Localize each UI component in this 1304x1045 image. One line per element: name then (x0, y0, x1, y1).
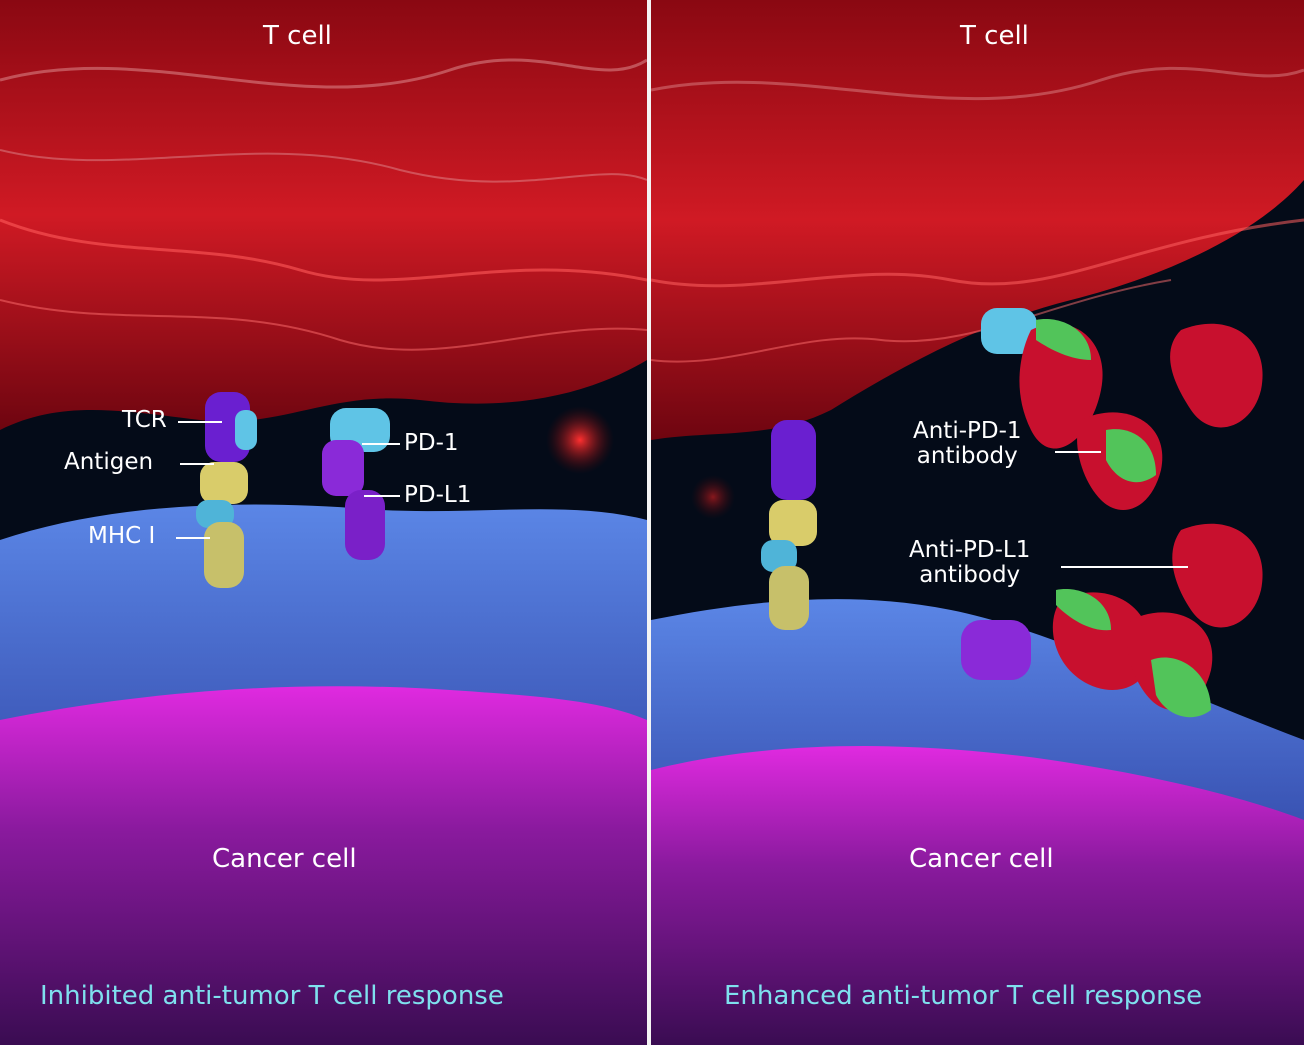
cancer-cell-membrane-inner (0, 686, 647, 1045)
tcr-mhc-complex (761, 420, 817, 630)
left-caption: Inhibited anti-tumor T cell response (40, 981, 504, 1011)
anti-pdl1-label-line1: Anti-PD-L1 (909, 537, 1031, 563)
anti-pdl1-label-line2: antibody (919, 562, 1021, 589)
anti-pd1-label-line1: Anti-PD-1 (913, 418, 1022, 444)
cancer-cell-membrane-inner (651, 746, 1304, 1045)
mhc-label: MHC I (88, 523, 156, 549)
panel-divider (647, 0, 651, 1045)
anti-pd1-label-line2: antibody (916, 443, 1018, 470)
cancer-cell-label: Cancer cell (212, 844, 357, 874)
tcr-mhc-complex (196, 392, 257, 588)
right-scene (651, 0, 1304, 1045)
anti-pdl1-antibody (961, 523, 1263, 718)
anti-pd1-label: Anti-PD-1 antibody (913, 418, 1022, 470)
right-caption: Enhanced anti-tumor T cell response (724, 981, 1203, 1011)
pd1-label: PD-1 (404, 430, 459, 456)
t-cell-label: T cell (960, 21, 1029, 51)
anti-pd1-antibody (981, 308, 1263, 510)
t-cell-membrane (0, 0, 647, 430)
pd1-pdl1-complex (322, 408, 390, 560)
small-vesicle (546, 406, 614, 474)
cancer-cell-label: Cancer cell (909, 844, 1054, 874)
small-vesicle (691, 475, 735, 519)
t-cell-membrane (651, 0, 1304, 440)
left-scene (0, 0, 647, 1045)
antigen-label: Antigen (64, 449, 154, 475)
tcr-label: TCR (122, 407, 167, 433)
t-cell-label: T cell (263, 21, 332, 51)
left-panel: T cell Cancer cell TCR Antigen MHC I PD-… (0, 0, 647, 1045)
right-panel: T cell Cancer cell Anti-PD-1 antibody An… (651, 0, 1304, 1045)
anti-pdl1-label: Anti-PD-L1 antibody (909, 537, 1031, 589)
pdl1-label: PD-L1 (404, 482, 472, 508)
